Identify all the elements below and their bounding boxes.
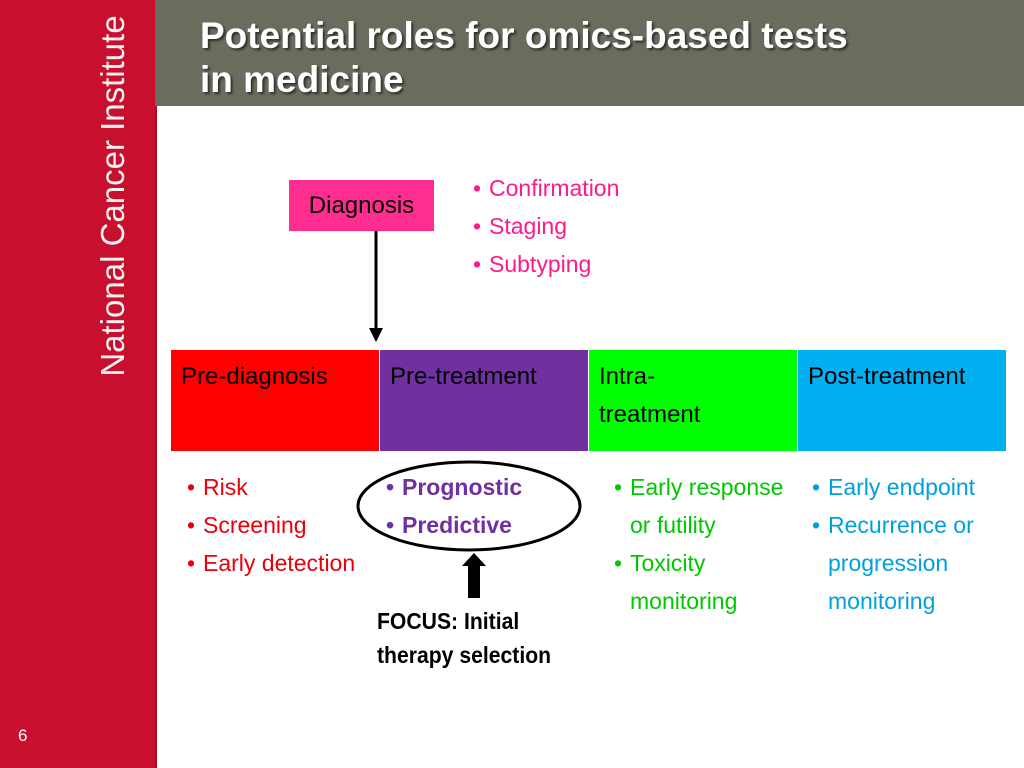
list-item: •Recurrence or progression monitoring <box>812 506 1002 620</box>
list-item: •Screening <box>187 512 307 538</box>
diagnosis-bullet-confirmation: Confirmation <box>489 175 620 201</box>
list-item: •Subtyping <box>473 251 592 277</box>
bullet-predictive: Predictive <box>402 512 512 538</box>
arrow-down-icon <box>369 231 383 342</box>
phase-label-pre-treatment: Pre-treatment <box>390 363 537 390</box>
arrow-up-icon <box>462 553 486 598</box>
bullet-prognostic: Prognostic <box>402 474 523 500</box>
focus-line-1: FOCUS: Initial <box>377 608 520 634</box>
list-item: •Risk <box>187 474 248 500</box>
focus-line-2: therapy selection <box>377 642 552 668</box>
bullet-early-endpoint: Early endpoint <box>828 474 976 500</box>
phase-label-pre-diagnosis: Pre-diagnosis <box>181 363 328 390</box>
diagnosis-box: Diagnosis <box>289 180 434 231</box>
title-line-2: in medicine <box>200 59 404 100</box>
diagnosis-bullet-list: •Confirmation •Staging •Subtyping <box>473 169 619 283</box>
phase-pre-treatment: Pre-treatment <box>380 350 588 451</box>
intratreatment-bullet-list: •Early response or futility •Toxicity mo… <box>614 468 784 620</box>
list-item: •Early response or futility <box>614 474 784 538</box>
list-item: •Early detection <box>187 550 356 576</box>
posttreatment-bullet-list: •Early endpoint •Recurrence or progressi… <box>812 468 1002 620</box>
prediagnosis-bullet-list: •Risk •Screening •Early detection <box>187 468 355 582</box>
list-item: •Prognostic <box>386 474 523 500</box>
bullet-risk: Risk <box>203 474 248 500</box>
title-line-1: Potential roles for omics-based tests <box>200 15 848 56</box>
list-item: •Early endpoint <box>812 474 976 500</box>
phase-label-intra-treatment: Intra-treatment <box>599 363 701 428</box>
diagnosis-bullet-staging: Staging <box>489 213 568 239</box>
sidebar <box>0 0 155 768</box>
header-bar <box>155 0 1024 106</box>
sidebar-edge <box>155 0 157 768</box>
ellipse-highlight <box>356 460 582 552</box>
pretreatment-bullet-list: •Prognostic •Predictive <box>386 468 522 544</box>
bullet-early-response: Early response or futility <box>630 474 784 538</box>
list-item: •Confirmation <box>473 175 620 201</box>
phase-label-post-treatment: Post-treatment <box>808 363 966 390</box>
list-item: •Predictive <box>386 512 512 538</box>
diagnosis-label: Diagnosis <box>308 192 415 219</box>
bullet-recurrence-monitoring: Recurrence or progression monitoring <box>828 512 974 614</box>
phase-post-treatment: Post-treatment <box>798 350 1006 451</box>
bullet-screening: Screening <box>203 512 307 538</box>
list-item: •Staging <box>473 213 568 239</box>
list-item: •Toxicity monitoring <box>614 544 784 620</box>
slide-title: Potential roles for omics-based tests in… <box>200 14 980 102</box>
focus-label: FOCUS: Initial therapy selection <box>377 604 551 672</box>
phase-pre-diagnosis: Pre-diagnosis <box>171 350 379 451</box>
bullet-early-detection: Early detection <box>203 550 356 576</box>
diagnosis-bullet-subtyping: Subtyping <box>489 251 592 277</box>
bullet-toxicity-monitoring: Toxicity monitoring <box>630 550 738 614</box>
slide-number: 6 <box>18 726 28 745</box>
phase-intra-treatment: Intra-treatment <box>589 350 797 451</box>
